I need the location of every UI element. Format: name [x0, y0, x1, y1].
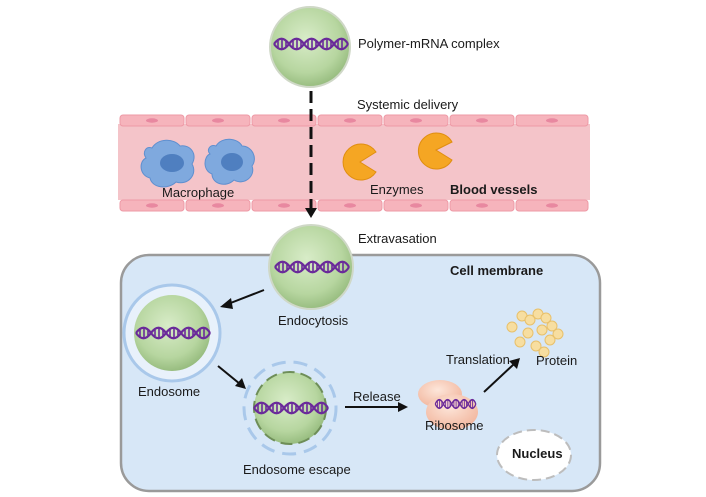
ribosome	[418, 380, 478, 430]
protein	[506, 308, 564, 358]
polymer-mrna-complex	[269, 6, 351, 88]
label-enzymes: Enzymes	[370, 182, 424, 197]
cell	[119, 253, 602, 493]
label-systemic-delivery: Systemic delivery	[357, 97, 459, 112]
macrophage-1	[140, 139, 195, 188]
macrophage-2	[204, 138, 255, 185]
blood-vessel	[118, 114, 590, 212]
endocytosis-arrow	[227, 289, 265, 305]
endosome-escape	[242, 360, 338, 456]
vessel-top-wall	[119, 114, 589, 127]
label-translation: Translation	[446, 352, 510, 367]
label-protein: Protein	[536, 353, 578, 368]
label-release: Release	[353, 389, 401, 404]
endosome	[122, 283, 222, 383]
label-endocytosis: Endocytosis	[278, 313, 349, 328]
label-endosome: Endosome	[138, 384, 201, 399]
label-cell-membrane: Cell membrane	[450, 263, 544, 278]
label-macrophage: Macrophage	[162, 185, 235, 200]
escape-arrow	[217, 365, 241, 385]
label-blood-vessels: Blood vessels	[450, 182, 538, 197]
enzyme-1	[342, 143, 377, 181]
label-nucleus: Nucleus	[512, 446, 563, 461]
nucleus	[496, 429, 572, 481]
label-endosome-escape: Endosome escape	[243, 462, 351, 477]
label-ribosome: Ribosome	[425, 418, 484, 433]
extravasated-complex	[268, 224, 354, 310]
label-complex: Polymer-mRNA complex	[358, 36, 500, 51]
translation-arrow	[483, 363, 515, 393]
label-extravasation: Extravasation	[358, 231, 437, 246]
enzyme-2	[417, 132, 453, 170]
